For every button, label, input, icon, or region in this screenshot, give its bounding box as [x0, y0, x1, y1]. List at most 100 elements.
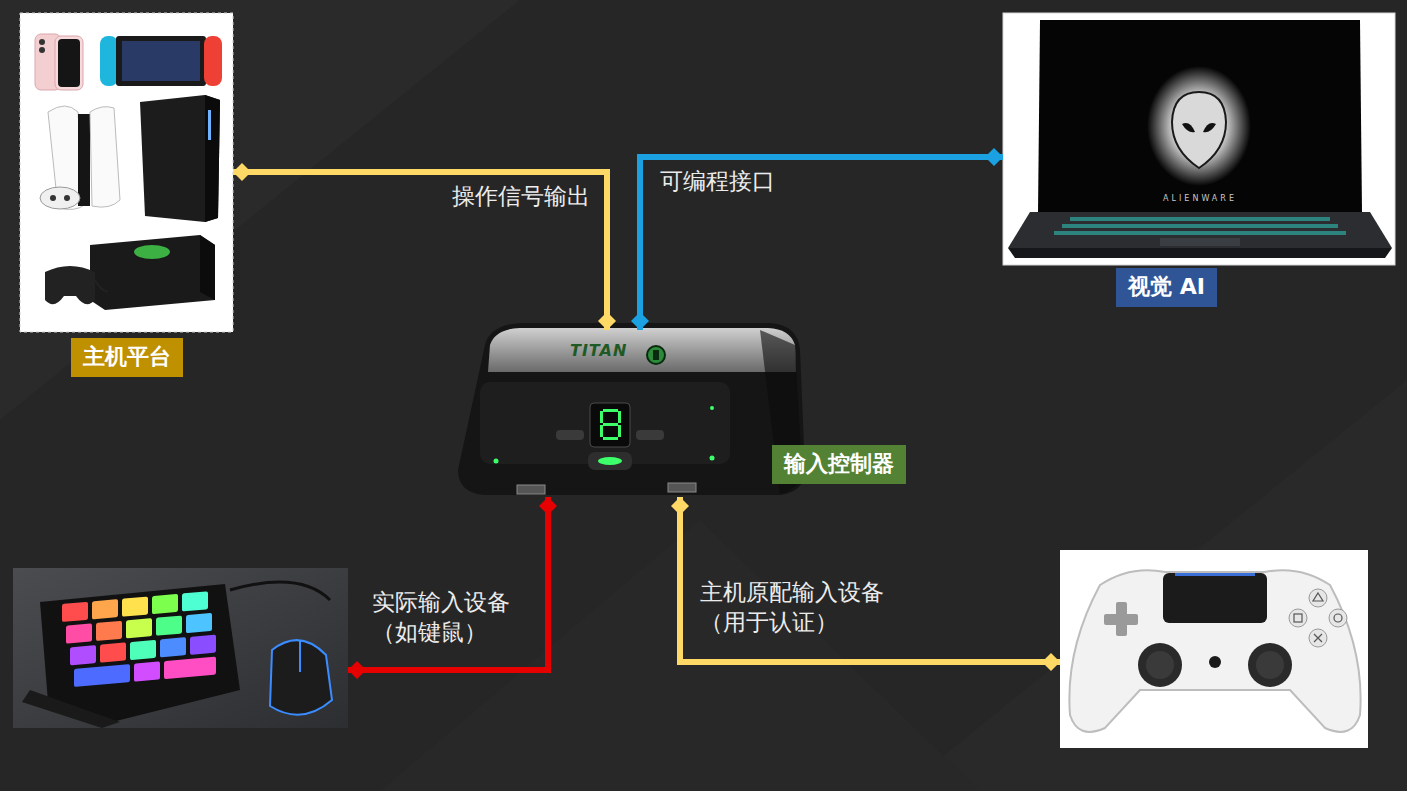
console-platforms-picture — [95, 280, 108, 292]
console-platforms-picture — [204, 36, 222, 86]
console-platforms-picture — [40, 187, 80, 209]
keyboard-mouse-picture — [134, 661, 160, 681]
keyboard-mouse-picture — [22, 690, 120, 728]
keyboard-mouse-picture — [62, 602, 88, 622]
gamepad-picture — [1060, 550, 1368, 748]
console-platforms-picture — [39, 39, 45, 45]
gamepad-picture — [1329, 609, 1347, 627]
keyboard-mouse-picture — [70, 645, 96, 665]
gamepad-picture — [1334, 614, 1342, 622]
input-controller-picture — [590, 403, 630, 447]
background — [900, 380, 1407, 791]
input-controller-picture — [488, 328, 796, 372]
edge-label-holder: 可编程接口 — [660, 167, 775, 197]
console-platforms-picture — [134, 245, 170, 259]
input-device-line — [348, 497, 548, 670]
laptop-picture — [1008, 248, 1392, 258]
keyboard-mouse-picture — [66, 623, 92, 643]
input-controller-picture — [710, 456, 715, 461]
input-controller-picture — [517, 485, 545, 494]
keyboard-mouse-picture — [13, 568, 348, 728]
keyboard-mouse-picture — [156, 616, 182, 636]
input-controller-picture — [603, 409, 618, 412]
keyboard-mouse-picture — [160, 637, 186, 657]
input-controller-picture — [556, 430, 584, 440]
console-platforms-picture — [64, 195, 70, 201]
console-platforms-picture — [20, 13, 233, 332]
console-platforms-picture — [140, 95, 220, 222]
console-platforms-picture — [208, 110, 211, 140]
keyboard-mouse-picture — [130, 640, 156, 660]
input-controller-picture — [636, 430, 664, 440]
console-platforms-picture — [116, 36, 206, 86]
laptop-picture — [1147, 66, 1251, 186]
console-platforms-picture — [100, 36, 118, 86]
controller-device: 输入控制器 — [458, 330, 805, 497]
console-platforms-picture — [90, 235, 215, 310]
gamepad-picture — [1146, 651, 1174, 679]
node-label: 视觉 AI — [1116, 268, 1217, 307]
keyboard-mouse-picture — [100, 642, 126, 662]
gamepad-picture — [1175, 573, 1255, 576]
input-controller-picture — [653, 350, 659, 360]
signal-output-line — [233, 172, 607, 330]
keyboard-mouse-picture — [190, 635, 216, 655]
edge-label-holder: 实际输入设备 （如键鼠） — [372, 588, 533, 648]
keyboard-mouse-picture — [230, 582, 330, 600]
laptop-picture — [1160, 238, 1240, 246]
gamepad-picture — [1069, 570, 1360, 732]
gamepad-picture — [1248, 643, 1292, 687]
input-controller-picture — [603, 423, 618, 426]
input-controller-picture — [647, 346, 665, 364]
console-platforms-picture — [205, 95, 220, 222]
input-controller-picture — [603, 437, 618, 440]
keyboard-mouse-picture — [182, 591, 208, 611]
keyboard-mouse-picture — [92, 599, 118, 619]
laptop-picture — [1070, 217, 1330, 221]
input-controller-picture — [588, 452, 632, 470]
input-controller-picture — [458, 323, 805, 495]
edge-label: 可编程接口 — [660, 167, 775, 197]
keyboard-mouse-picture — [270, 640, 332, 715]
gamepad-picture — [1256, 651, 1284, 679]
keyboard-mouse-panel — [13, 568, 348, 728]
laptop-picture — [1008, 212, 1392, 248]
gamepad-picture — [1138, 643, 1182, 687]
input-controller-picture — [494, 459, 499, 464]
gamepad-picture — [1209, 656, 1221, 668]
console-platforms-picture — [58, 39, 80, 87]
input-controller-picture — [618, 425, 621, 437]
keyboard-mouse-picture — [62, 591, 216, 688]
console-platforms-picture — [45, 266, 95, 304]
console-platforms-picture — [200, 235, 215, 300]
laptop-picture — [1062, 224, 1338, 228]
input-controller-picture — [598, 457, 622, 465]
label-holder: ALIENWARE — [1163, 194, 1237, 203]
gamepad-picture — [1313, 593, 1323, 601]
console-platforms-picture — [90, 107, 120, 207]
laptop-picture — [1054, 231, 1346, 235]
gamepad-picture — [1116, 602, 1127, 636]
console-platforms-picture — [39, 47, 45, 53]
gamepad-picture — [1309, 589, 1327, 607]
edge-label: 操作信号输出 — [452, 182, 590, 212]
input-controller-picture — [600, 411, 603, 423]
input-controller-picture — [480, 382, 730, 464]
keyboard-mouse-picture — [122, 596, 148, 616]
laptop-picture — [1003, 13, 1395, 265]
input-controller-picture — [618, 411, 621, 423]
laptop-picture — [1038, 20, 1362, 212]
input-controller-picture — [710, 406, 714, 410]
background — [0, 0, 520, 420]
console-platforms-picture — [55, 36, 83, 90]
keyboard-mouse-picture — [299, 640, 301, 672]
keyboard-mouse-picture — [40, 584, 240, 722]
vision-ai-panel: 视觉 AI — [1003, 13, 1395, 265]
node-label: 输入控制器 — [772, 445, 906, 484]
gamepad-picture — [1294, 614, 1302, 622]
